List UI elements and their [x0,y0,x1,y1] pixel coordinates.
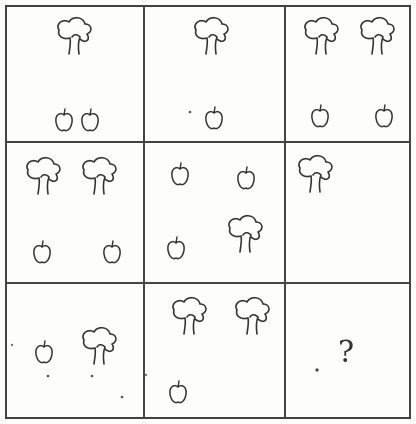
speck-dot [11,344,13,346]
speck-dot [145,374,147,376]
question-mark: ? [338,338,354,368]
speck-dot [315,368,318,371]
speck-dot [121,396,124,399]
speck-dot [91,375,94,378]
speck-dot [189,111,192,114]
speck-dot [47,375,50,378]
